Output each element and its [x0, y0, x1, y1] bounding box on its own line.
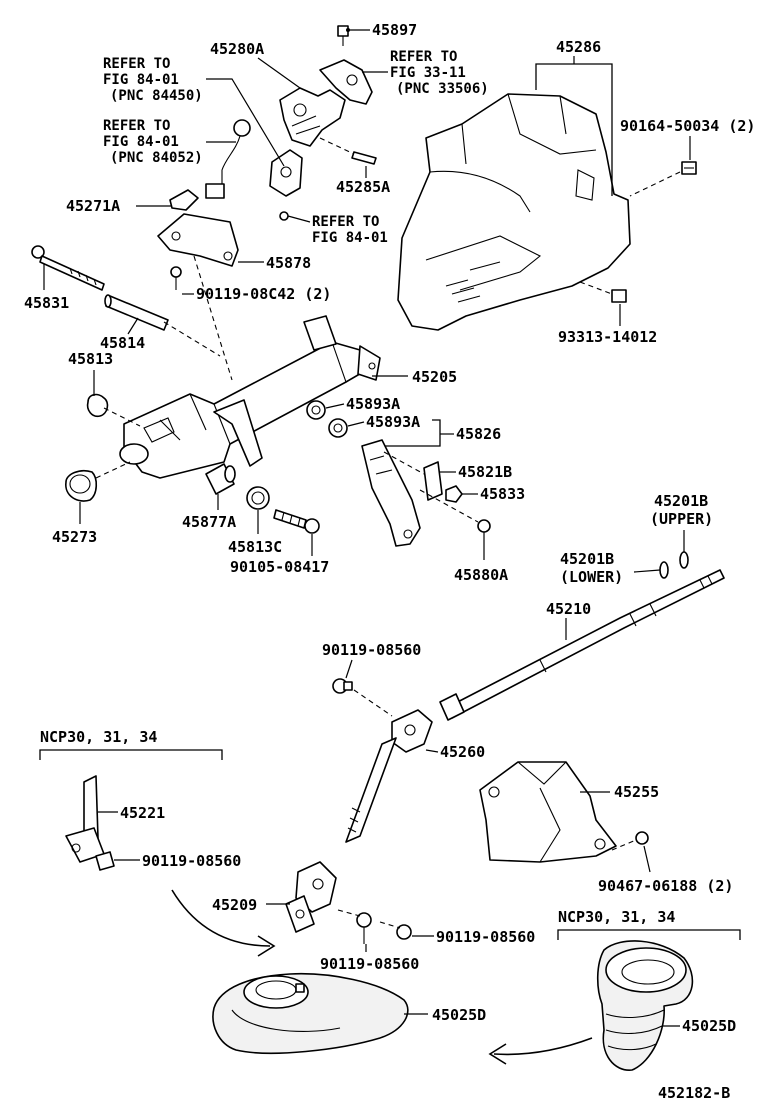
- label-90467-06188: 90467-06188 (2): [598, 877, 733, 895]
- label-45826: 45826: [456, 425, 501, 443]
- part-45893A-lower: [328, 418, 348, 438]
- label-45877A: 45877A: [182, 513, 236, 531]
- label-45814: 45814: [100, 334, 145, 352]
- part-45831-bolt: [31, 245, 105, 291]
- part-90119-08560-a-bolt: [332, 678, 353, 694]
- label-45813: 45813: [68, 350, 113, 368]
- label-45880A: 45880A: [454, 566, 508, 584]
- part-45826-tilt-lever: [361, 439, 421, 547]
- label-45201B-lower: 45201B: [560, 550, 614, 568]
- label-93313-14012: 93313-14012: [558, 328, 657, 346]
- label-45221: 45221: [120, 804, 165, 822]
- part-45209-universal-joint: [285, 861, 337, 933]
- refer-84-01-c-line2: FIG 84-01: [312, 230, 388, 246]
- part-45897-screw: [337, 25, 370, 46]
- part-45880A-bolt: [477, 519, 491, 533]
- label-45893A-2: 45893A: [366, 413, 420, 431]
- label-45255: 45255: [614, 783, 659, 801]
- label-45893A-1: 45893A: [346, 395, 400, 413]
- part-45813C-bushing: [246, 486, 270, 510]
- label-45209: 45209: [212, 896, 257, 914]
- part-45821B-plate: [423, 461, 443, 501]
- part-45813-bushing: [86, 393, 109, 418]
- label-45025D-1: 45025D: [432, 1006, 486, 1024]
- part-45833-nut: [445, 485, 463, 503]
- label-45286: 45286: [556, 38, 601, 56]
- arrow-right-to-boot: [488, 1037, 593, 1065]
- part-45260-intermediate-shaft: [345, 709, 433, 843]
- label-upper: (UPPER): [650, 510, 713, 528]
- refer-84-01-a-line1: REFER TO: [103, 56, 170, 72]
- part-45025D-boot-left: [212, 972, 409, 1054]
- part-90467-06188-clip: [635, 831, 649, 845]
- label-45831: 45831: [24, 294, 69, 312]
- label-45201B-upper: 45201B: [654, 492, 708, 510]
- label-45897: 45897: [372, 21, 417, 39]
- label-45813C: 45813C: [228, 538, 282, 556]
- part-45221-shaft: [65, 775, 105, 863]
- arrow-left-to-boot: [171, 889, 276, 957]
- label-45821B: 45821B: [458, 463, 512, 481]
- part-45205-steering-column: [119, 315, 381, 479]
- part-45201B-snap-rings: [659, 551, 689, 579]
- part-45280A-lock-housing: [269, 59, 373, 197]
- label-45025D-2: 45025D: [682, 1017, 736, 1035]
- label-45833: 45833: [480, 485, 525, 503]
- label-45878: 45878: [266, 254, 311, 272]
- label-90119-08560-a: 90119-08560: [322, 641, 421, 659]
- refer-33-11-line3: (PNC 33506): [396, 81, 489, 97]
- part-45814-sleeve: [104, 294, 169, 331]
- label-45285A: 45285A: [336, 178, 390, 196]
- refer-84-01-c-line1: REFER TO: [312, 214, 379, 230]
- label-ncp-right: NCP30, 31, 34: [558, 908, 675, 926]
- part-45286-column-cover: [397, 93, 631, 331]
- refer-33-11-line2: FIG 33-11: [390, 65, 466, 81]
- part-45877A-spacer: [205, 463, 236, 495]
- part-45273-bushing: [65, 469, 98, 502]
- part-45285A-pin: [351, 151, 377, 165]
- refer-84-01-a-line2: FIG 84-01: [103, 72, 179, 88]
- part-90119-08C42-bolt: [170, 266, 182, 290]
- part-45271A-clip: [169, 189, 199, 211]
- label-ncp-left: NCP30, 31, 34: [40, 728, 157, 746]
- part-screw-84-01: [279, 211, 289, 221]
- refer-33-11-line1: REFER TO: [390, 49, 457, 65]
- label-lower: (LOWER): [560, 568, 623, 586]
- label-45273: 45273: [52, 528, 97, 546]
- part-45255-hole-cover: [479, 761, 617, 863]
- label-90119-08C42: 90119-08C42 (2): [196, 285, 331, 303]
- refer-84-01-b-line1: REFER TO: [103, 118, 170, 134]
- label-90119-08560-d: 90119-08560: [320, 955, 419, 973]
- refer-84-01-b-line3: (PNC 84052): [110, 150, 203, 166]
- label-90119-08560-c: 90119-08560: [436, 928, 535, 946]
- label-45205: 45205: [412, 368, 457, 386]
- part-90164-50034-screw: [681, 161, 697, 175]
- label-90105-08417: 90105-08417: [230, 558, 329, 576]
- part-45210-steering-shaft: [439, 569, 725, 721]
- part-84052-switch-connector: [205, 119, 251, 199]
- part-90119-08560-d-bolt: [396, 924, 412, 940]
- part-90105-08417-bolt: [273, 509, 320, 534]
- part-45878-bracket: [157, 213, 239, 267]
- part-93313-14012-clip: [611, 289, 627, 303]
- part-45025D-boot-right: [596, 940, 694, 1071]
- label-90164-50034: 90164-50034 (2): [620, 117, 755, 135]
- label-45260: 45260: [440, 743, 485, 761]
- refer-84-01-b-line2: FIG 84-01: [103, 134, 179, 150]
- refer-84-01-a-line3: (PNC 84450): [110, 88, 203, 104]
- part-90119-08560-b-bolt: [95, 851, 115, 871]
- label-45210: 45210: [546, 600, 591, 618]
- label-90119-08560-b: 90119-08560: [142, 852, 241, 870]
- part-90119-08560-c-bolt: [356, 912, 372, 944]
- part-45893A-upper: [306, 400, 326, 420]
- label-45280A: 45280A: [210, 40, 264, 58]
- figure-id: 452182-B: [658, 1084, 730, 1102]
- label-45271A: 45271A: [66, 197, 120, 215]
